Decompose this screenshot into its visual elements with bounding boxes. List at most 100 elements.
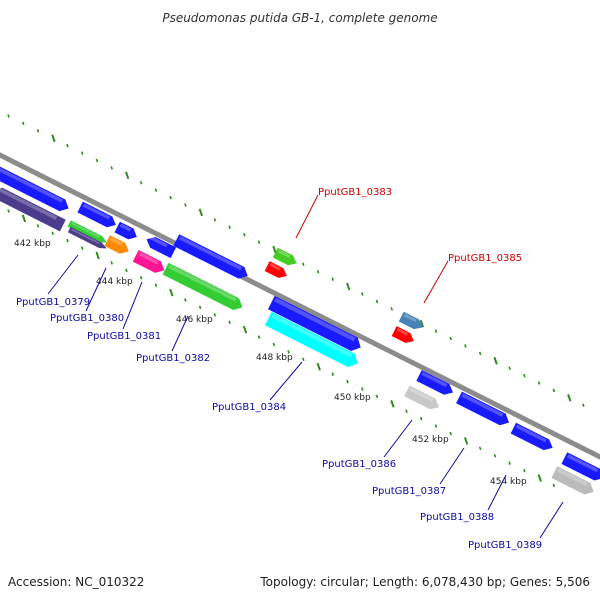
cds-feature[interactable] bbox=[173, 234, 250, 282]
outer-tick bbox=[257, 240, 261, 244]
feature-0382-small-shape[interactable] bbox=[67, 220, 109, 245]
cds-feature-shape[interactable] bbox=[267, 295, 364, 354]
feature-0386[interactable] bbox=[404, 385, 442, 413]
cds-feature-shine bbox=[119, 223, 132, 232]
inner-tick bbox=[302, 357, 305, 362]
tick-label: 444 kbp bbox=[96, 277, 133, 287]
gene-label-0388[interactable]: PputGB1_0388 bbox=[420, 512, 494, 523]
inner-tick bbox=[463, 437, 469, 445]
feature-0382-shine bbox=[168, 264, 237, 302]
tick-label: 450 kbp bbox=[334, 393, 371, 403]
gene-label-0386[interactable]: PputGB1_0386 bbox=[322, 459, 396, 470]
cds-feature-shape[interactable] bbox=[173, 234, 250, 282]
feature-0387[interactable] bbox=[456, 391, 512, 429]
outer-tick bbox=[390, 307, 394, 311]
outer-tick bbox=[434, 329, 438, 333]
feature-0380[interactable] bbox=[104, 235, 132, 257]
feature-0379-upper-shape[interactable] bbox=[0, 185, 66, 232]
cds-feature[interactable] bbox=[416, 370, 455, 398]
cds-feature-shape[interactable] bbox=[77, 201, 118, 231]
feature-0388-shine bbox=[556, 468, 589, 487]
feature-0385-shape[interactable] bbox=[398, 311, 425, 333]
cds-feature-shape[interactable] bbox=[144, 234, 177, 259]
tick-labels: 442 kbp 444 kbp 446 kbp 448 kbp 450 kbp … bbox=[14, 239, 527, 487]
feature-0388-shape[interactable] bbox=[551, 466, 596, 497]
gene-label-0383[interactable]: PputGB1_0383 bbox=[318, 187, 392, 198]
feature-0387-shape[interactable] bbox=[456, 391, 512, 429]
cds-feature[interactable] bbox=[114, 221, 139, 243]
feature-0382-small-shine bbox=[71, 222, 100, 238]
outer-tick bbox=[139, 180, 143, 185]
cds-feature[interactable] bbox=[510, 422, 556, 453]
feature-0381-shape[interactable] bbox=[132, 250, 167, 276]
feature-0385[interactable] bbox=[398, 311, 425, 333]
gene-label-0382[interactable]: PputGB1_0382 bbox=[136, 353, 210, 364]
feature-0382-small[interactable] bbox=[67, 220, 109, 245]
feature-0386-shape[interactable] bbox=[404, 385, 442, 413]
gene-label-0381[interactable]: PputGB1_0381 bbox=[87, 331, 161, 342]
inner-tick bbox=[478, 446, 482, 451]
cds-feature-shape[interactable] bbox=[510, 422, 556, 453]
cds-feature-shape[interactable] bbox=[114, 221, 139, 243]
inner-tick bbox=[331, 372, 335, 376]
rna-feature[interactable] bbox=[264, 261, 290, 281]
feature-0379[interactable] bbox=[67, 226, 108, 251]
cds-feature-shine bbox=[0, 159, 64, 203]
inner-tick bbox=[21, 214, 27, 223]
gene-label-0380[interactable]: PputGB1_0380 bbox=[50, 313, 124, 324]
cds-feature-shine bbox=[149, 235, 168, 248]
outer-tick bbox=[419, 319, 425, 328]
outer-tick bbox=[316, 269, 320, 274]
gene-label-0385[interactable]: PputGB1_0385 bbox=[448, 253, 522, 264]
inner-tick bbox=[139, 275, 143, 280]
outer-tick-ring bbox=[7, 114, 585, 408]
feature-0382-shape[interactable] bbox=[162, 262, 246, 313]
feature-0384[interactable] bbox=[264, 311, 361, 370]
feature-0381[interactable] bbox=[132, 250, 167, 276]
feature-0379-shine bbox=[71, 228, 100, 245]
outer-tick bbox=[478, 351, 482, 356]
gene-label-0379[interactable]: PputGB1_0379 bbox=[16, 297, 90, 308]
rna-feature[interactable] bbox=[391, 326, 417, 346]
gene-label-0387[interactable]: PputGB1_0387 bbox=[372, 486, 446, 497]
feature-0383-shape[interactable] bbox=[272, 247, 299, 269]
feature-0388[interactable] bbox=[551, 466, 596, 497]
inner-tick bbox=[508, 461, 511, 465]
cds-feature[interactable] bbox=[0, 157, 72, 215]
inner-tick bbox=[7, 209, 10, 213]
gene-label-0389[interactable]: PputGB1_0389 bbox=[468, 540, 542, 551]
outer-tick bbox=[21, 121, 25, 126]
inner-tick bbox=[316, 362, 321, 371]
feature-0383[interactable] bbox=[272, 247, 299, 269]
feature-0382[interactable] bbox=[162, 262, 246, 313]
feature-0389-shape[interactable] bbox=[561, 452, 600, 483]
rna-feature-shape[interactable] bbox=[264, 261, 290, 281]
leader-line bbox=[423, 260, 449, 304]
cds-feature-shape[interactable] bbox=[0, 157, 72, 215]
inner-tick bbox=[390, 400, 395, 408]
gene-label-0384[interactable]: PputGB1_0384 bbox=[212, 402, 286, 413]
tick-label: 448 kbp bbox=[256, 353, 293, 363]
feature-0389[interactable] bbox=[561, 452, 600, 483]
cds-feature[interactable] bbox=[144, 234, 177, 259]
outer-tick bbox=[464, 344, 467, 348]
outer-tick bbox=[66, 143, 69, 148]
cds-feature[interactable] bbox=[267, 295, 364, 354]
rna-feature-shape[interactable] bbox=[391, 326, 417, 346]
cds-feature[interactable] bbox=[77, 201, 118, 231]
inner-tick bbox=[375, 394, 379, 399]
outer-tick bbox=[7, 114, 10, 118]
feature-0384-shape[interactable] bbox=[264, 311, 361, 370]
inner-tick bbox=[198, 305, 202, 310]
outer-tick bbox=[228, 225, 231, 230]
cds-feature-shine bbox=[274, 297, 356, 342]
outer-tick bbox=[449, 336, 452, 341]
feature-0379-upper[interactable] bbox=[0, 185, 66, 232]
inner-tick bbox=[242, 325, 248, 334]
feature-0379-shape[interactable] bbox=[67, 226, 108, 251]
inner-tick bbox=[287, 350, 290, 354]
feature-0380-shape[interactable] bbox=[104, 235, 132, 257]
inner-tick bbox=[537, 474, 542, 482]
inner-tick bbox=[213, 313, 217, 317]
cds-feature-shape[interactable] bbox=[416, 370, 455, 398]
